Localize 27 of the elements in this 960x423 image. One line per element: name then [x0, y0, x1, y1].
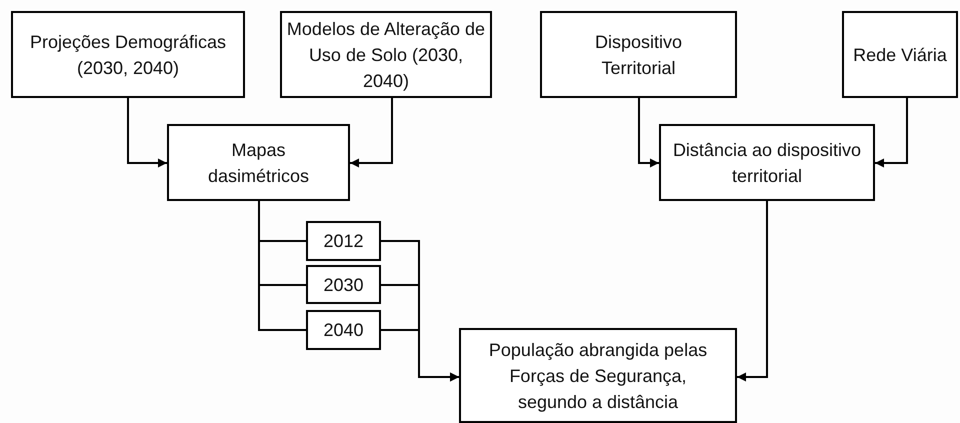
process-box [540, 11, 737, 98]
arrow [737, 201, 768, 382]
box-label: Projeções Demográficas (2030, 2040) [28, 30, 228, 80]
connector-line [258, 201, 306, 331]
process-box [459, 328, 737, 423]
box-label: 2040 [323, 319, 364, 342]
arrow [638, 98, 659, 168]
process-box [842, 11, 958, 98]
process-box [659, 124, 875, 201]
arrow [127, 98, 167, 168]
box-label: Dispositivo Territorial [594, 30, 684, 80]
process-box [306, 221, 381, 261]
box-label: População abrangida pelas Forças de Segurança, segundo a distância [488, 338, 708, 414]
process-box [11, 11, 245, 98]
box-label: Distância ao dispositivo territorial [672, 138, 862, 188]
arrow [381, 329, 459, 382]
box-label: Rede Viária [853, 44, 947, 66]
process-box [280, 11, 492, 98]
process-box [306, 310, 381, 350]
box-label: Modelos de Alteração de Uso de Solo (2030, 2040) [286, 18, 486, 93]
process-box [306, 265, 381, 304]
process-box [167, 124, 350, 201]
arrow [350, 98, 393, 168]
box-label: 2012 [323, 230, 364, 253]
box-label: 2030 [323, 274, 364, 296]
arrow [875, 98, 908, 168]
box-label: Mapas dasimétricos [206, 138, 310, 188]
